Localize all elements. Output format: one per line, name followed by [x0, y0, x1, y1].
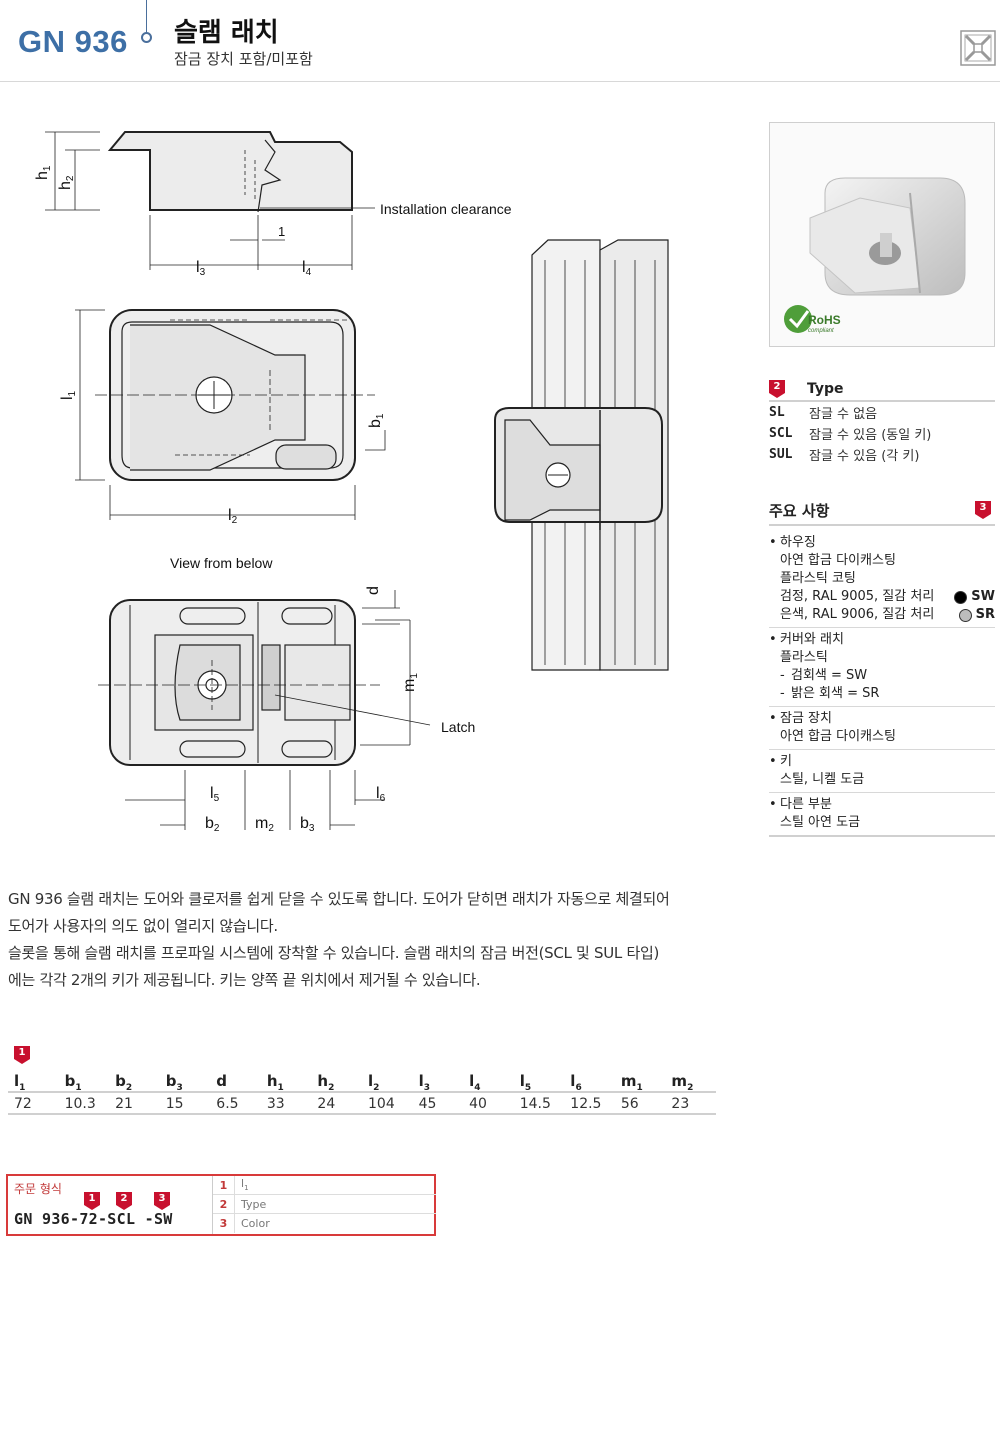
notes-section: 주요 사항 3 하우징 아연 합금 다이캐스팅 플라스틱 코팅 검정, RAL … — [769, 496, 995, 837]
order-badge-2: 2 — [116, 1192, 132, 1210]
dim-value: 14.5 — [513, 1093, 565, 1115]
notes-title: 주요 사항 — [769, 501, 830, 520]
dim-value: 72 — [8, 1093, 59, 1115]
rohs-icon: RoHS compliant — [784, 305, 841, 334]
svg-text:l1: l1 — [59, 390, 78, 400]
page-subtitle: 잠금 장치 포함/미포함 — [174, 50, 313, 68]
order-label: 주문 형식 — [14, 1182, 62, 1196]
dim-header: d — [210, 1068, 261, 1093]
dim-header: b3 — [159, 1068, 211, 1093]
svg-text:l5: l5 — [210, 785, 220, 804]
dim-header: l3 — [412, 1068, 464, 1093]
dim-value: 45 — [412, 1093, 464, 1115]
product-description: GN 936 슬램 래치는 도어와 클로저를 쉽게 닫을 수 있도록 합니다. … — [8, 890, 670, 989]
legend-row: 3 Color — [213, 1214, 436, 1233]
svg-text:l2: l2 — [228, 507, 238, 526]
dim-value: 56 — [614, 1093, 666, 1115]
dim-header: h1 — [260, 1068, 312, 1093]
svg-text:m1: m1 — [401, 673, 420, 692]
dim-header: m2 — [665, 1068, 716, 1093]
note-lock: 잠금 장치 아연 합금 다이캐스팅 — [769, 707, 995, 750]
type-heading: Type — [807, 381, 844, 397]
order-legend: 1 l1 2 Type 3 Color — [212, 1176, 436, 1234]
dim-header: l4 — [463, 1068, 514, 1093]
dim-header: l6 — [564, 1068, 615, 1093]
clearance-value: 1 — [278, 224, 285, 239]
type-row: SCL 잠글 수 있음 (동일 키) — [769, 426, 932, 443]
dim-header: l2 — [362, 1068, 413, 1093]
dim-header: m1 — [614, 1068, 666, 1093]
notes-header: 주요 사항 3 — [769, 496, 995, 526]
dim-value: 21 — [109, 1093, 160, 1115]
dim-header: l1 — [8, 1068, 59, 1093]
product-photo: RoHS compliant — [769, 122, 995, 347]
side-view — [45, 131, 375, 270]
legend-row: 1 l1 — [213, 1176, 436, 1195]
bottom-view — [98, 590, 431, 830]
latch-label: Latch — [441, 719, 475, 735]
color-swatch-silver: SR — [958, 606, 995, 624]
dim-value: 104 — [362, 1093, 413, 1115]
header-divider-dot — [141, 32, 152, 43]
order-badge-1: 1 — [84, 1192, 100, 1210]
dim-value: 15 — [159, 1093, 211, 1115]
note-cover: 커버와 래치 플라스틱 검회색 = SW 밝은 회색 = SR — [769, 628, 995, 707]
page-header: GN 936 슬램 래치 잠금 장치 포함/미포함 — [0, 0, 1000, 82]
legend-row: 2 Type — [213, 1195, 436, 1214]
order-badge-3: 3 — [154, 1192, 170, 1210]
order-format-box: 주문 형식 1 2 3 GN 936-72-SCL -SW 1 l1 2 Typ… — [6, 1174, 436, 1236]
svg-text:l4: l4 — [302, 259, 312, 278]
type-header: 2 Type — [769, 378, 995, 402]
installation-clearance-label: Installation clearance — [380, 201, 512, 217]
svg-text:m2: m2 — [255, 815, 274, 834]
svg-text:b3: b3 — [300, 815, 315, 834]
note-key: 키 스틸, 니켈 도금 — [769, 750, 995, 793]
badge-3: 3 — [975, 501, 991, 519]
type-row: SUL 잠글 수 있음 (각 키) — [769, 447, 920, 464]
svg-text:b1: b1 — [367, 413, 386, 428]
svg-text:d: d — [365, 586, 382, 595]
dim-value: 23 — [665, 1093, 716, 1115]
svg-text:l6: l6 — [376, 785, 386, 804]
dim-value: 10.3 — [58, 1093, 110, 1115]
technical-drawing: h1 h2 l3 l4 1 Installation clearance l1 … — [34, 131, 669, 834]
svg-text:h1: h1 — [34, 165, 53, 180]
dim-value: 40 — [463, 1093, 514, 1115]
svg-text:RoHS: RoHS — [808, 313, 841, 327]
badge-1: 1 — [14, 1046, 30, 1064]
iso-view — [494, 239, 669, 671]
dim-value: 33 — [260, 1093, 312, 1115]
view-from-below-label: View from below — [170, 555, 273, 571]
dim-value: 12.5 — [564, 1093, 615, 1115]
svg-text:compliant: compliant — [808, 328, 834, 334]
svg-text:l3: l3 — [196, 259, 206, 278]
top-view — [75, 309, 386, 520]
type-row: SL 잠글 수 없음 — [769, 405, 878, 422]
order-code: GN 936-72-SCL -SW — [14, 1210, 173, 1228]
dim-header: b1 — [58, 1068, 110, 1093]
note-housing: 하우징 아연 합금 다이캐스팅 플라스틱 코팅 검정, RAL 9005, 질감… — [769, 526, 995, 628]
dim-header: h2 — [311, 1068, 362, 1093]
header-divider-line — [146, 0, 147, 34]
page-title: 슬램 래치 — [174, 18, 279, 48]
type-section: 2 Type SL 잠글 수 없음 SCL 잠글 수 있음 (동일 키) SUL… — [769, 378, 995, 465]
svg-text:h2: h2 — [57, 175, 76, 190]
dim-header: l5 — [513, 1068, 565, 1093]
product-code: GN 936 — [18, 24, 128, 59]
svg-text:b2: b2 — [205, 815, 220, 834]
badge-2: 2 — [769, 380, 785, 398]
note-other: 다른 부분 스틸 아연 도금 — [769, 793, 995, 837]
color-swatch-black: SW — [954, 588, 995, 606]
dim-value: 24 — [311, 1093, 362, 1115]
dim-header: b2 — [109, 1068, 160, 1093]
dim-value: 6.5 — [210, 1093, 261, 1115]
profile-system-icon — [960, 30, 996, 66]
